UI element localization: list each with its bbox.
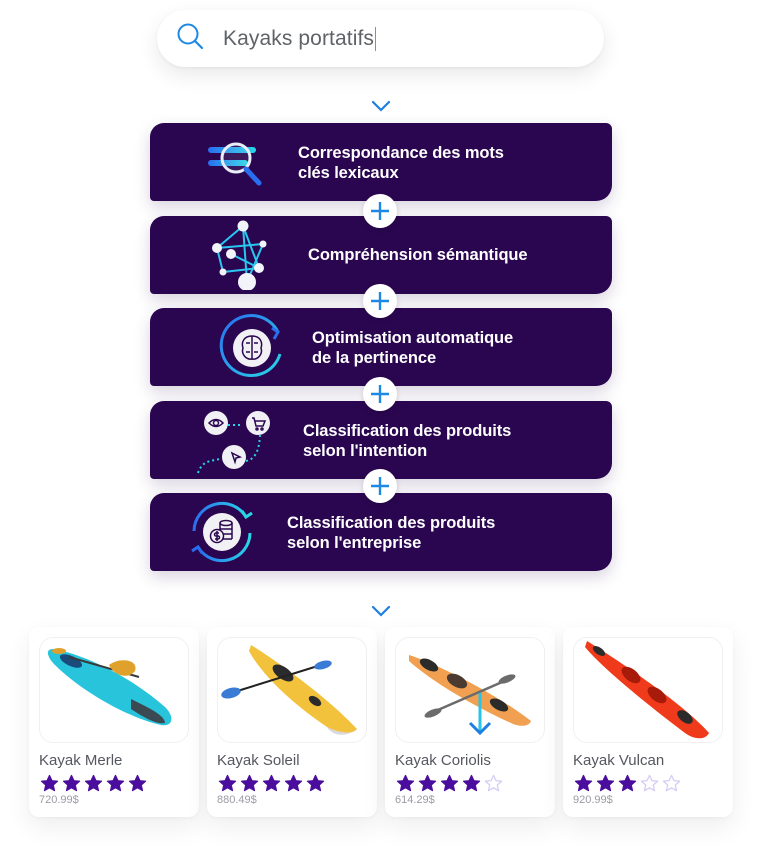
search-icon	[175, 21, 205, 56]
magnifier-text-icon	[202, 127, 282, 197]
search-input[interactable]: Kayaks portatifs	[223, 26, 376, 51]
business-coins-cycle-icon	[184, 497, 264, 567]
star-rating	[396, 774, 503, 793]
star-empty-icon	[484, 774, 503, 793]
pipeline-step-lexical: Correspondance des mots clés lexicaux	[150, 123, 612, 201]
star-filled-icon	[128, 774, 147, 793]
product-price: 920.99$	[573, 794, 613, 806]
star-rating	[574, 774, 681, 793]
pipeline-step-semantic: Compréhension sémantique	[150, 216, 612, 294]
star-rating	[218, 774, 325, 793]
star-filled-icon	[440, 774, 459, 793]
star-filled-icon	[418, 774, 437, 793]
star-filled-icon	[462, 774, 481, 793]
star-filled-icon	[306, 774, 325, 793]
pipeline-step-business: Classification des produits selon l'entr…	[150, 493, 612, 571]
product-price: 880.49$	[217, 794, 257, 806]
arrow-down-icon	[371, 577, 391, 621]
star-filled-icon	[262, 774, 281, 793]
star-filled-icon	[240, 774, 259, 793]
step-label-line2: clés lexicaux	[298, 164, 399, 182]
step-label-line1: Correspondance des mots	[298, 144, 504, 162]
step-label-line1: Optimisation automatique	[312, 329, 514, 347]
pipeline-step-relevance: Optimisation automatique de la pertinenc…	[150, 308, 612, 386]
star-rating	[40, 774, 147, 793]
star-filled-icon	[618, 774, 637, 793]
product-name[interactable]: Kayak Vulcan	[573, 752, 665, 769]
star-filled-icon	[396, 774, 415, 793]
pipeline-step-intent: Classification des produits selon l'inte…	[150, 401, 612, 479]
product-price: 720.99$	[39, 794, 79, 806]
star-filled-icon	[40, 774, 59, 793]
product-image	[39, 637, 189, 743]
product-image	[217, 637, 367, 743]
star-filled-icon	[218, 774, 237, 793]
product-card[interactable]: Kayak Merle 720.99$	[29, 627, 199, 817]
intent-signals-icon	[194, 405, 274, 475]
step-label-line2: de la pertinence	[312, 349, 437, 367]
star-filled-icon	[106, 774, 125, 793]
product-image	[573, 637, 723, 743]
plus-icon	[363, 377, 397, 411]
product-image	[395, 637, 545, 743]
star-empty-icon	[640, 774, 659, 793]
product-card[interactable]: Kayak Vulcan 920.99$	[563, 627, 733, 817]
product-name[interactable]: Kayak Soleil	[217, 752, 300, 769]
star-empty-icon	[662, 774, 681, 793]
step-label-line1: Classification des produits	[303, 422, 512, 440]
star-filled-icon	[284, 774, 303, 793]
product-card[interactable]: Kayak Soleil 880.49$	[207, 627, 377, 817]
star-filled-icon	[596, 774, 615, 793]
semantic-network-icon	[205, 220, 285, 290]
product-price: 614.29$	[395, 794, 435, 806]
star-filled-icon	[574, 774, 593, 793]
product-name[interactable]: Kayak Coriolis	[395, 752, 491, 769]
plus-icon	[363, 469, 397, 503]
star-filled-icon	[84, 774, 103, 793]
step-label-line2: selon l'intention	[303, 442, 428, 460]
arrow-down-icon	[371, 72, 391, 116]
step-label-line1: Compréhension sémantique	[308, 246, 528, 264]
plus-icon	[363, 194, 397, 228]
step-label-line2: selon l'entreprise	[287, 534, 422, 552]
search-bar[interactable]: Kayaks portatifs	[157, 10, 604, 67]
step-label-line1: Classification des produits	[287, 514, 496, 532]
product-name[interactable]: Kayak Merle	[39, 752, 123, 769]
product-card[interactable]: Kayak Coriolis 614.29$	[385, 627, 555, 817]
ai-brain-cycle-icon	[216, 312, 296, 382]
star-filled-icon	[62, 774, 81, 793]
plus-icon	[363, 284, 397, 318]
